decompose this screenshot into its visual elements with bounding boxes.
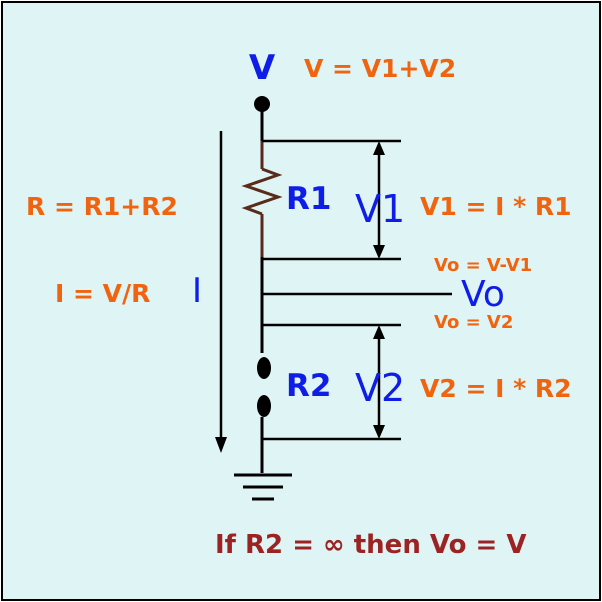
- label-v1: V1: [355, 187, 405, 231]
- label-i: I: [192, 271, 202, 311]
- ground-symbol-icon: [234, 473, 292, 501]
- label-vo-eq2: Vo = V2: [434, 312, 513, 333]
- label-i-eq: I = V/R: [55, 279, 150, 308]
- label-vo-eq1: Vo = V-V1: [434, 255, 532, 276]
- label-v1-eq: V1 = I * R1: [420, 192, 572, 221]
- label-vo: Vo: [461, 274, 505, 315]
- label-r1: R1: [286, 181, 331, 217]
- measurement-lines: [262, 139, 452, 441]
- footer-note: If R2 = ∞ then Vo = V: [215, 530, 526, 560]
- label-v2: V2: [355, 366, 405, 410]
- label-v-sum: V = V1+V2: [304, 54, 456, 83]
- label-r2: R2: [286, 368, 331, 404]
- voltage-divider-diagram: V V = V1+V2 R = R1+R2 R1 V1 V1 = I * R1 …: [26, 48, 572, 560]
- resistor-zigzag-icon: [241, 141, 283, 257]
- top-terminal-dot: [254, 96, 270, 112]
- current-arrow: [215, 131, 227, 453]
- label-v-top: V: [249, 48, 276, 88]
- v2-dimension-arrow: [373, 325, 385, 439]
- open-terminal-icon: [257, 357, 271, 417]
- v1-dimension-arrow: [373, 141, 385, 259]
- label-v2-eq: V2 = I * R2: [420, 374, 572, 403]
- label-r-sum: R = R1+R2: [26, 192, 178, 221]
